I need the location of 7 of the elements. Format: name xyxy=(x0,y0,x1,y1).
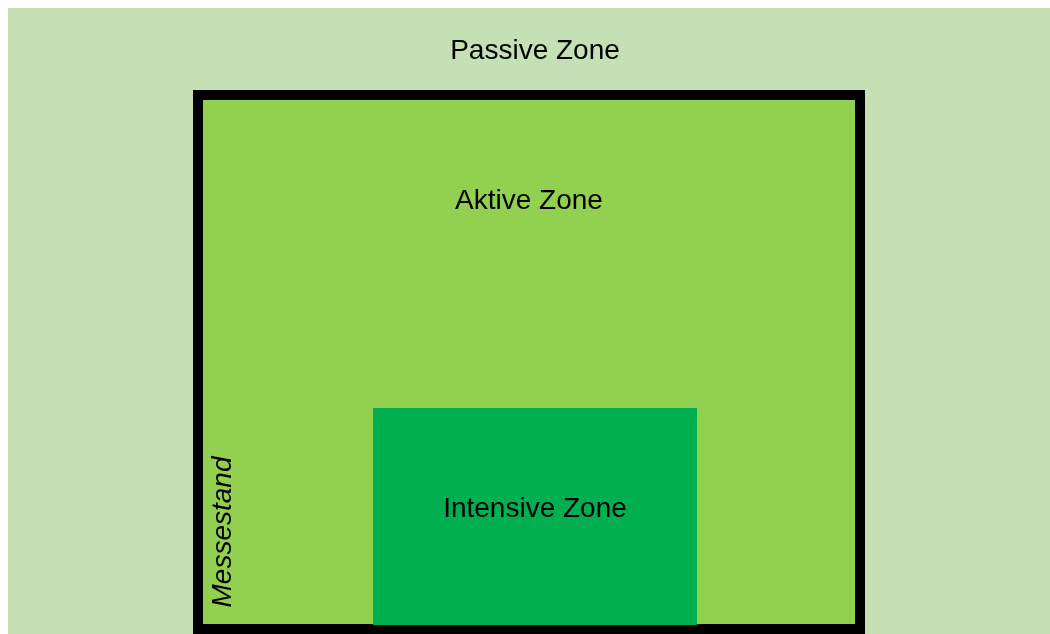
zone-area xyxy=(8,8,1050,634)
zone-label: Aktive Zone xyxy=(455,184,603,216)
zone-label: Passive Zone xyxy=(450,34,620,66)
booth-area xyxy=(193,90,865,634)
vertical-label: Messestand xyxy=(206,456,238,608)
zone-label: Intensive Zone xyxy=(443,492,627,524)
zone-area xyxy=(373,408,697,625)
